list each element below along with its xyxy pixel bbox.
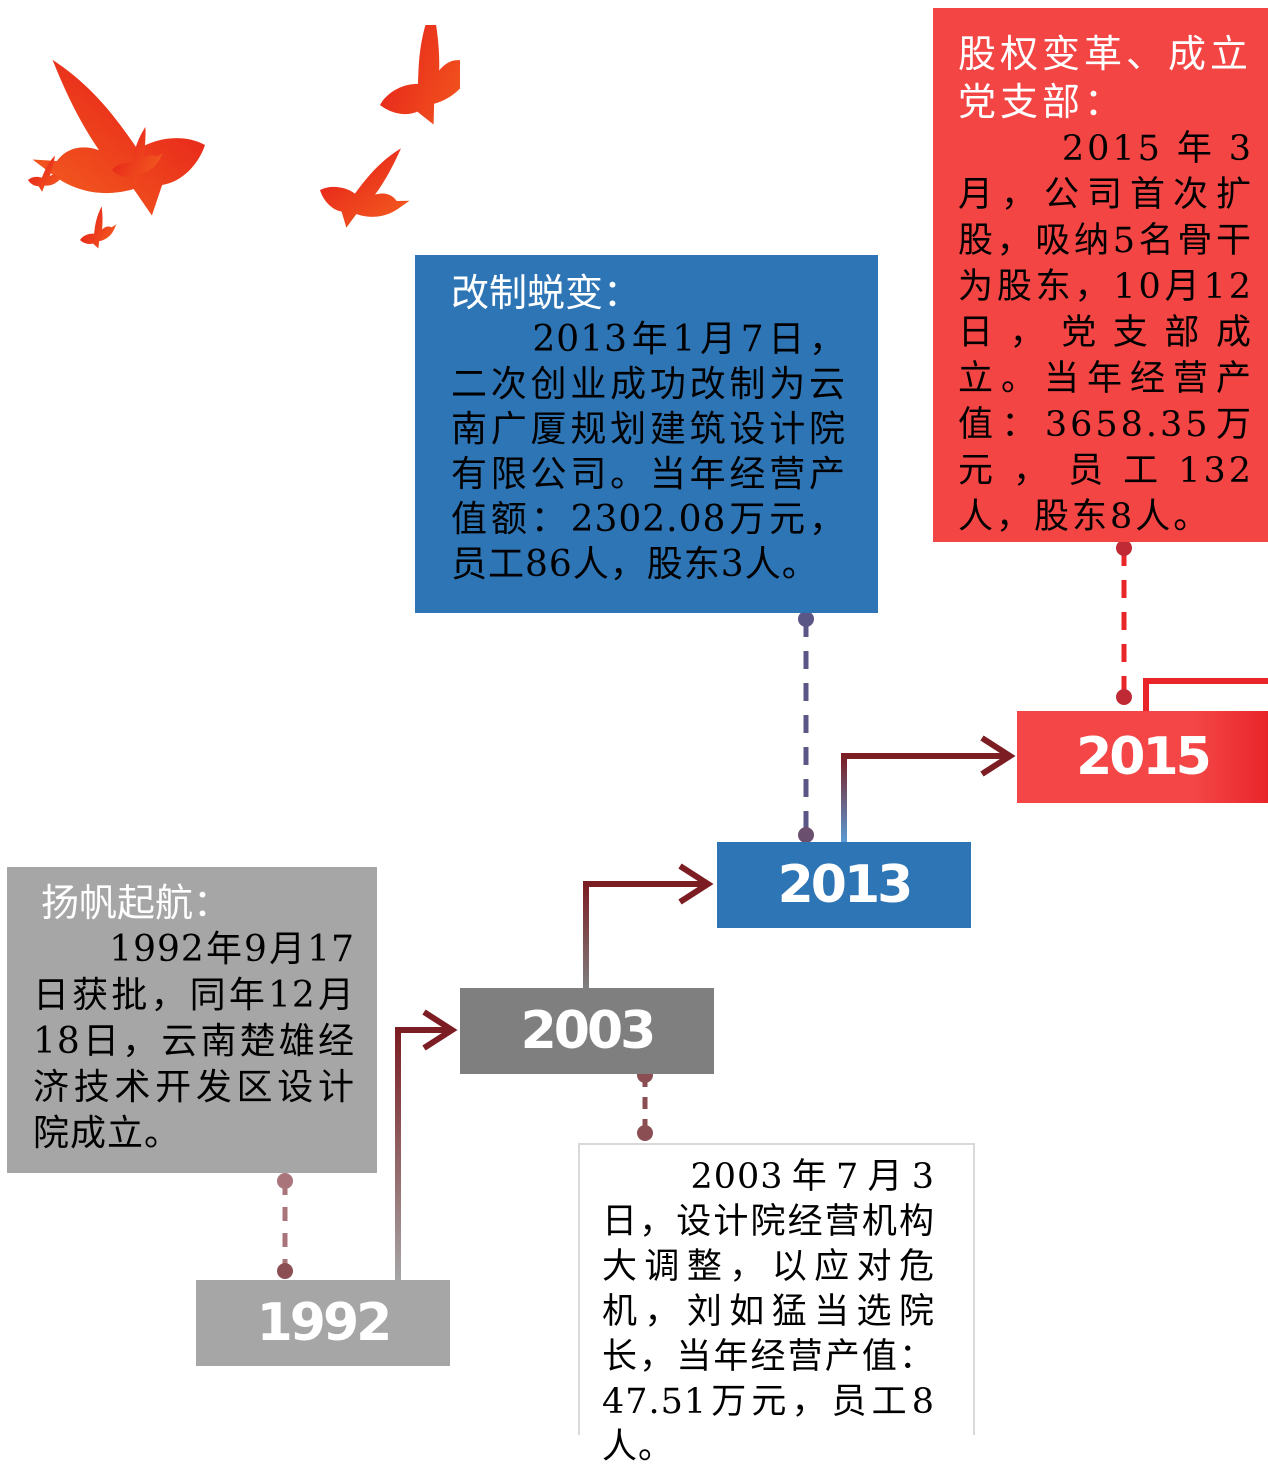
milestone-card-2015: 股权变革、成立党支部： 2015年3月，公司首次扩股，吸纳5名骨干为股东，10月… xyxy=(933,8,1268,542)
milestone-text: 2013年1月7日，二次创业成功改制为云南广厦规划建筑设计院有限公司。当年经营产… xyxy=(451,319,846,585)
arrow-2015-next xyxy=(1143,678,1268,711)
milestone-card-1992: 扬帆起航： 1992年9月17日获批，同年12月18日，云南楚雄经济技术开发区设… xyxy=(7,867,377,1173)
milestone-title: 股权变革、成立党支部： xyxy=(958,32,1253,124)
year-box-2013: 2013 xyxy=(717,842,971,928)
timeline-connectors xyxy=(277,540,1268,1280)
link-1992 xyxy=(277,1173,293,1279)
year-box-2015: 2015 xyxy=(1017,711,1268,803)
link-2013 xyxy=(798,611,814,843)
milestone-text: 1992年9月17日获批，同年12月18日，云南楚雄经济技术开发区设计院成立。 xyxy=(33,929,355,1154)
year-box-2003: 2003 xyxy=(460,988,714,1074)
milestone-title: 扬帆起航： xyxy=(41,881,232,925)
milestone-title: 改制蜕变： xyxy=(451,271,642,315)
link-2003 xyxy=(637,1067,653,1141)
year-label: 1992 xyxy=(256,1293,393,1353)
link-2015 xyxy=(1116,540,1132,705)
milestone-text: 2003年7月3日，设计院经营机构大调整，以应对危机，刘如猛当选院长，当年经营产… xyxy=(602,1157,935,1467)
year-label: 2015 xyxy=(1076,727,1212,787)
milestone-card-2003: 2003年7月3日，设计院经营机构大调整，以应对危机，刘如猛当选院长，当年经营产… xyxy=(578,1143,975,1467)
milestone-card-2013: 改制蜕变： 2013年1月7日，二次创业成功改制为云南广厦规划建筑设计院有限公司… xyxy=(415,255,878,613)
arrow-2003-2013 xyxy=(583,881,708,988)
arrow-1992-2003 xyxy=(395,1027,452,1280)
arrow-2013-2015 xyxy=(841,753,1010,842)
year-box-1992: 1992 xyxy=(196,1280,450,1366)
year-label: 2013 xyxy=(777,855,914,915)
milestone-text: 2015年3月，公司首次扩股，吸纳5名骨干为股东，10月12日，党支部成立。当年… xyxy=(958,129,1254,537)
year-label: 2003 xyxy=(520,1001,657,1061)
